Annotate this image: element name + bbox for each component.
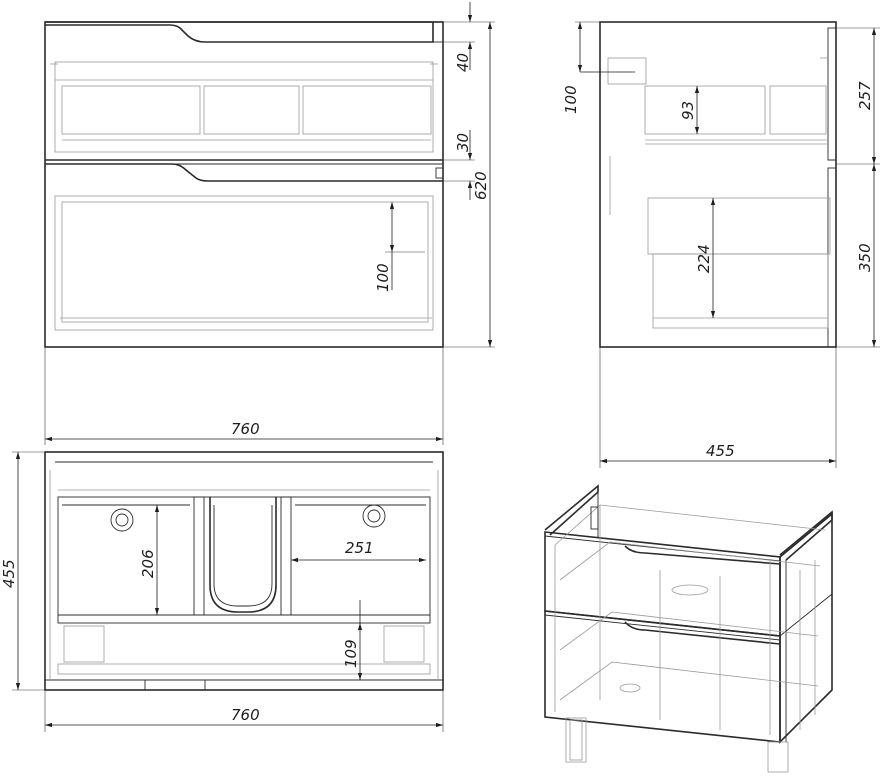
top-view xyxy=(44,451,444,691)
dim-label-front-760: 760 xyxy=(231,420,260,438)
dim-label-40: 40 xyxy=(454,53,472,72)
dim-label-side-455: 455 xyxy=(706,442,735,460)
dim-label-620: 620 xyxy=(472,171,490,200)
dim-label-350: 350 xyxy=(856,243,874,272)
front-view xyxy=(44,21,444,348)
dim-label-109: 109 xyxy=(342,639,360,668)
dim-label-top-455: 455 xyxy=(0,559,18,588)
dim-label-front-100: 100 xyxy=(374,263,392,292)
isometric-view xyxy=(544,484,833,773)
dim-label-224: 224 xyxy=(695,244,713,273)
dim-label-93: 93 xyxy=(679,101,697,120)
front-dimensions: 40 30 620 100 760 xyxy=(44,2,495,445)
dim-label-257: 257 xyxy=(856,81,874,110)
dim-label-side-100: 100 xyxy=(562,85,580,114)
dim-label-30: 30 xyxy=(454,133,472,152)
side-dimensions: 100 93 257 224 350 455 xyxy=(562,21,880,468)
dim-label-206: 206 xyxy=(139,549,157,578)
side-view xyxy=(599,21,837,348)
dim-label-top-760: 760 xyxy=(231,706,260,724)
top-dimensions: 455 206 251 109 760 xyxy=(0,451,444,732)
dim-label-251: 251 xyxy=(345,539,374,557)
